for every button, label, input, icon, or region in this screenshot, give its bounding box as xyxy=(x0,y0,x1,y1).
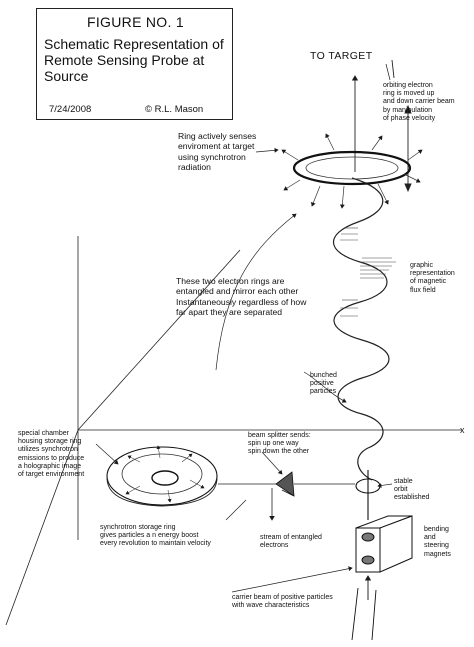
ring-senses-label: Ring actively senses enviroment at targe… xyxy=(178,131,257,173)
carrier-beam-line xyxy=(351,59,412,193)
figure-number: FIGURE NO. 1 xyxy=(87,14,184,30)
entangled-rings-label: These two electron rings are entangled a… xyxy=(176,276,307,318)
beam-splitter-label: beam splitter sends: spin up one way spi… xyxy=(248,432,311,456)
storage-ring xyxy=(106,445,218,507)
wavy-carrier-beam xyxy=(332,177,390,481)
steering-magnet-block xyxy=(355,515,413,573)
figure-date: 7/24/2008 xyxy=(49,104,92,115)
orbiting-ring-label: orbiting electron ring is moved up and d… xyxy=(383,82,455,122)
rising-axis xyxy=(77,249,241,431)
entangled-stream-label: stream of entangled electrons xyxy=(260,534,322,550)
stable-orbit-label: stable orbit established xyxy=(394,478,430,502)
figure-subtitle: Schematic Representation of Remote Sensi… xyxy=(44,36,224,84)
carrier-beam-label: carrier beam of positive particles with … xyxy=(232,594,333,610)
figure-copyright: © R.L. Mason xyxy=(145,104,204,115)
to-target-label: TO TARGET xyxy=(310,50,373,62)
diagonal-axis xyxy=(5,429,79,626)
bending-magnets-label: bending and steering magnets xyxy=(424,526,451,558)
stable-orbit-ring xyxy=(355,470,381,520)
storage-ring-label: synchrotron storage ring gives particles… xyxy=(100,524,211,548)
leader-lines xyxy=(95,63,393,593)
beam-splitter xyxy=(275,471,295,497)
target-electron-ring xyxy=(281,133,423,209)
axis-end-marker: x xyxy=(460,425,465,435)
electron-stream xyxy=(218,483,355,521)
special-chamber-label: special chamber housing storage ring uti… xyxy=(18,430,85,479)
title-box: FIGURE NO. 1 Schematic Representation of… xyxy=(36,8,233,120)
carrier-beam-tube xyxy=(351,575,377,641)
magnetic-flux-field xyxy=(340,227,396,317)
bunched-particles-label: bunched positive particles xyxy=(310,372,337,396)
magnetic-flux-label: graphic representation of magnetic flux … xyxy=(410,262,455,294)
axes xyxy=(5,236,462,626)
